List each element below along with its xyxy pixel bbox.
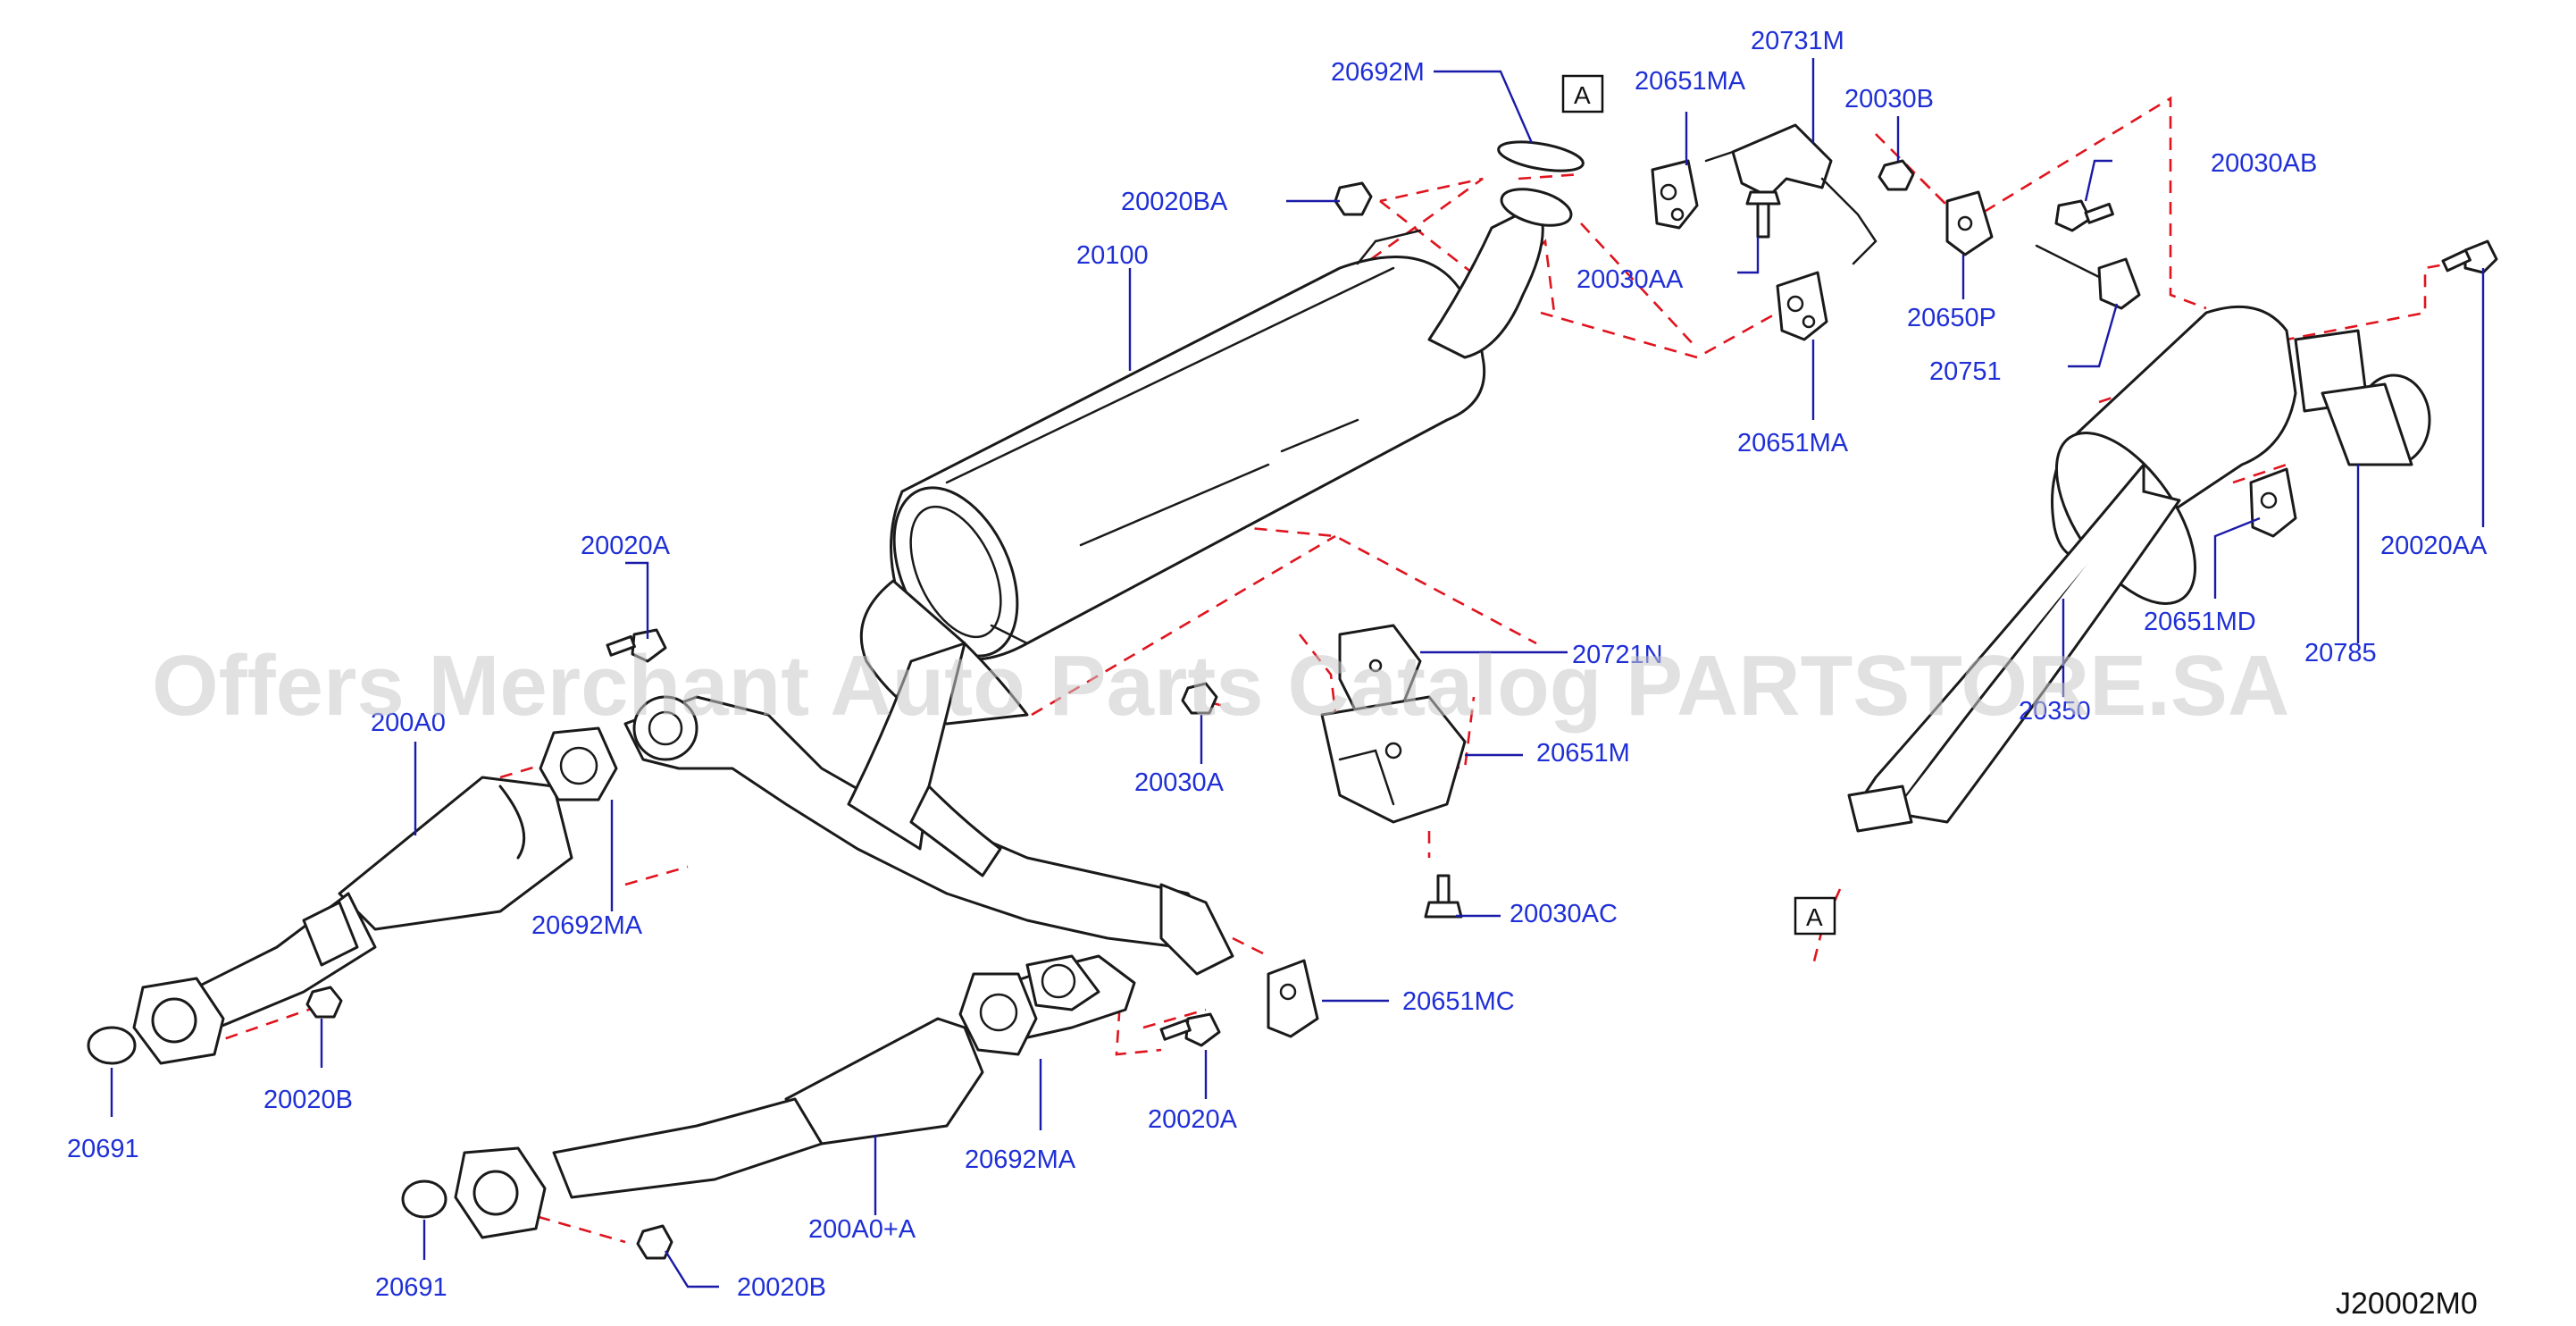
connector-A-bottom: A <box>1794 896 1836 936</box>
label-20030A: 20030A <box>1134 768 1225 797</box>
label-20030AA: 20030AA <box>1577 265 1684 294</box>
label-20721N: 20721N <box>1572 641 1663 669</box>
label-20691-top: 20691 <box>67 1135 139 1163</box>
front-y-pipe <box>623 642 1234 976</box>
label-20020A-bottom: 20020A <box>1148 1105 1238 1134</box>
label-20030B: 20030B <box>1844 85 1934 113</box>
nut-20030B <box>1878 159 1915 191</box>
label-20020AA: 20020AA <box>2380 532 2488 560</box>
label-200A0A: 200A0+A <box>808 1215 916 1244</box>
gasket-20692MA-left <box>539 726 618 801</box>
nut-20020BA <box>1334 181 1373 216</box>
label-20651MA-top: 20651MA <box>1635 67 1746 96</box>
catalytic-converter-200A0A <box>454 954 1136 1239</box>
catalytic-converter-200A0 <box>132 776 573 1065</box>
rear-muffler-20350 <box>1847 305 2431 833</box>
label-20650P: 20650P <box>1907 304 1996 332</box>
label-20692MA-left: 20692MA <box>531 911 643 940</box>
rubber-mount-20651MA-bottom <box>1776 271 1828 341</box>
bolt-20030AC <box>1424 874 1463 919</box>
nut-20020B-bottom <box>636 1224 673 1260</box>
label-20030AC: 20030AC <box>1510 900 1618 928</box>
bolt-20020A-top <box>606 628 667 663</box>
label-20785: 20785 <box>2304 639 2377 667</box>
svg-text:A: A <box>1806 903 1823 931</box>
watermark: Offers Merchant Auto Parts Catalog PARTS… <box>152 638 2289 734</box>
svg-text:A: A <box>1574 81 1591 109</box>
label-20651MC: 20651MC <box>1402 987 1515 1016</box>
label-20020A-top: 20020A <box>581 532 671 560</box>
ring-20691-top <box>87 1026 137 1065</box>
label-20692MA-bottom: 20692MA <box>965 1146 1076 1174</box>
label-20100: 20100 <box>1076 241 1149 270</box>
label-20691-bottom: 20691 <box>375 1273 447 1302</box>
label-20692M: 20692M <box>1331 58 1425 87</box>
gasket-20692M <box>1497 140 1585 172</box>
diagram-code: J20002M0 <box>2336 1287 2478 1321</box>
label-20651MD: 20651MD <box>2144 608 2256 636</box>
label-20020B-top: 20020B <box>263 1086 353 1114</box>
label-20651M: 20651M <box>1536 739 1630 768</box>
rubber-mount-20651MC <box>1267 959 1319 1038</box>
label-20020B-bottom: 20020B <box>737 1273 826 1302</box>
rubber-mount-20651MA-top <box>1651 159 1699 230</box>
label-20350: 20350 <box>2019 697 2091 726</box>
bolt-20030AB <box>2054 199 2114 232</box>
label-200A0: 200A0 <box>371 709 446 737</box>
hanger-20650P <box>1945 190 1994 256</box>
leader-lines <box>110 58 2485 1288</box>
rubber-mount-20651MD <box>2249 467 2297 538</box>
label-20030AB: 20030AB <box>2211 149 2317 178</box>
bolt-20020A-bottom <box>1159 1012 1221 1047</box>
label-20751: 20751 <box>1929 357 2002 386</box>
nut-20030A <box>1181 682 1218 715</box>
connector-A-top: A <box>1561 74 1604 113</box>
mount-20651M <box>1320 695 1467 824</box>
bolt-20020AA <box>2441 239 2498 274</box>
ring-20691-bottom <box>401 1179 447 1219</box>
part-labels: 20692M 20020BA 20100 20651MA 20731M 2003… <box>67 27 2488 1302</box>
label-20731M: 20731M <box>1751 27 1844 55</box>
label-20651MA-bottom: 20651MA <box>1737 429 1849 457</box>
gasket-20692MA-bottom <box>958 972 1038 1056</box>
label-20020BA: 20020BA <box>1121 188 1228 216</box>
nut-20020B-top <box>305 986 343 1019</box>
bolt-center-top <box>1745 190 1781 239</box>
bracket-20731M <box>1704 123 1878 265</box>
bracket-20751 <box>2035 244 2141 310</box>
